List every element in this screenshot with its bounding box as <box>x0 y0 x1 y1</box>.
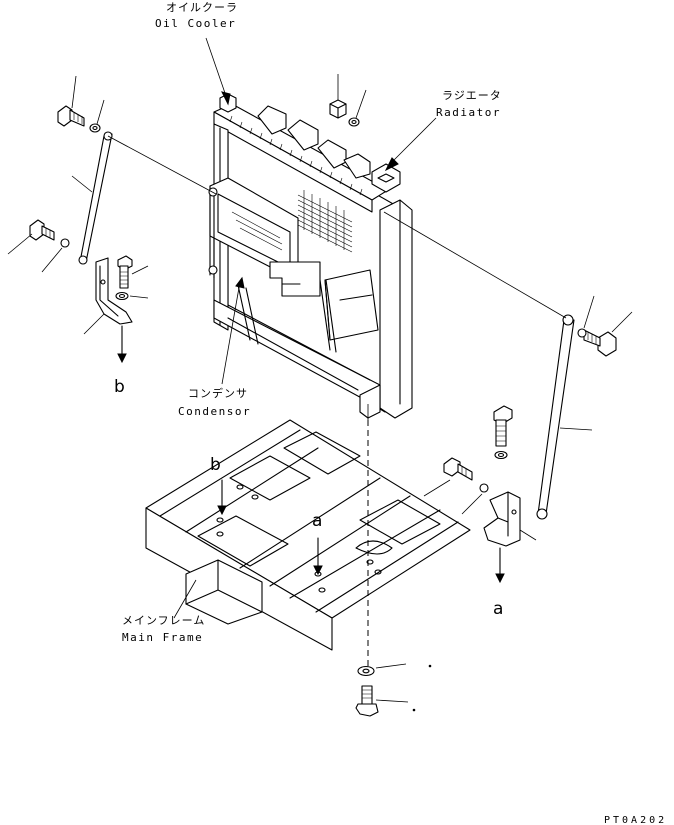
left-mount-bracket <box>83 257 133 364</box>
left-bracket-bolt <box>117 255 149 289</box>
right-mount-bracket <box>483 491 537 584</box>
bottom-bolt <box>355 685 416 717</box>
arrow-ref-b-upper: b <box>114 377 125 397</box>
main-frame <box>145 419 471 651</box>
oil-cooler-label-jp: オイルクーラ <box>166 1 238 14</box>
drawing-code: PT0A202 <box>604 815 667 825</box>
left-lower-washer <box>41 238 70 273</box>
right-upper-bolt <box>583 311 633 357</box>
text-labels: オイルクーラ Oil Cooler ラジエータ Radiator コンデンサ C… <box>114 1 667 825</box>
top-washer <box>348 89 367 127</box>
condensor-label-en: Condensor <box>178 405 251 418</box>
arrow-ref-a-lower: a <box>493 599 503 619</box>
left-rod-leader <box>71 175 93 193</box>
frame-arrow-a <box>313 537 323 576</box>
main-frame-label-en: Main Frame <box>122 631 203 644</box>
left-lower-bolt <box>7 219 55 255</box>
frame-arrow-b <box>217 479 227 516</box>
left-stay-rod <box>78 131 217 265</box>
left-bracket-washer <box>115 291 149 301</box>
left-upper-washer <box>89 99 105 133</box>
top-nut <box>329 74 347 119</box>
radiator-label-en: Radiator <box>436 106 501 119</box>
label-leaders <box>173 37 437 619</box>
right-bracket-bolt <box>493 405 513 447</box>
oil-cooler-label-en: Oil Cooler <box>155 17 236 30</box>
right-bracket-washer <box>494 450 508 460</box>
radiator-assembly <box>213 93 413 419</box>
core-grid <box>297 190 353 253</box>
right-upper-washer <box>577 295 595 338</box>
right-side-bolt <box>423 457 473 497</box>
left-upper-bolt <box>57 75 85 127</box>
right-side-washer <box>461 483 489 515</box>
radiator-label-jp: ラジエータ <box>442 89 502 102</box>
condensor-label-jp: コンデンサ <box>188 386 248 400</box>
arrow-ref-a-upper: a <box>312 511 322 531</box>
arrow-ref-b-lower: b <box>210 455 221 475</box>
condensor-unit <box>208 177 321 297</box>
right-stay-rod <box>383 211 593 520</box>
main-frame-label-jp: メインフレーム <box>122 614 205 627</box>
bottom-washer <box>357 663 432 677</box>
